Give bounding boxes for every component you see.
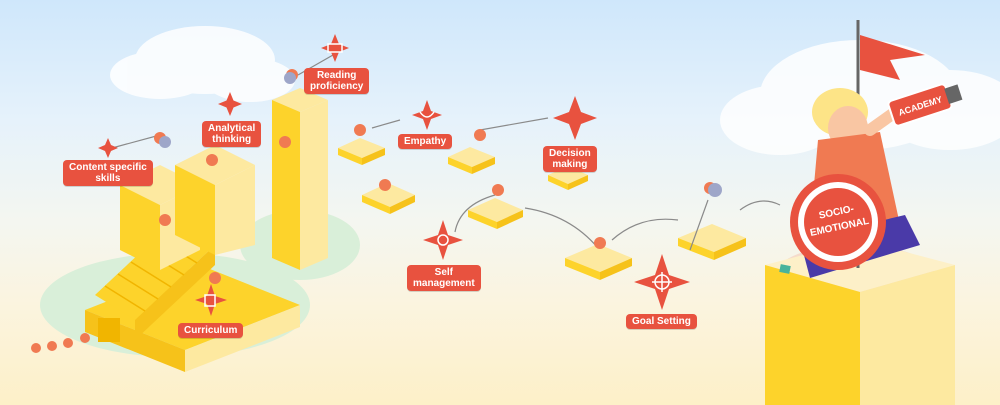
- star-curriculum-icon: [195, 284, 227, 316]
- floating-platforms: [338, 138, 746, 280]
- tower-reading: [272, 88, 328, 270]
- label-goal-setting: Goal Setting: [626, 314, 697, 329]
- academy-sign: [887, 83, 963, 127]
- label-content-line1: Content specific: [69, 162, 147, 173]
- label-content-specific-skills: Content specific skills: [63, 160, 153, 186]
- socio-emotional-emblem: [790, 174, 886, 270]
- label-analytical-line2: thinking: [212, 134, 252, 145]
- label-decision-making: Decision making: [543, 146, 597, 172]
- label-self-line2: management: [413, 278, 475, 289]
- label-content-line2: skills: [95, 173, 121, 184]
- label-curriculum: Curriculum: [178, 323, 244, 338]
- label-self-line1: Self: [434, 267, 454, 278]
- label-empathy: Empathy: [398, 134, 453, 149]
- star-self-icon: [423, 220, 463, 260]
- label-decision-line2: making: [552, 159, 588, 170]
- label-decision-line1: Decision: [549, 148, 591, 159]
- rope-paths: [111, 54, 781, 251]
- climber-shields: [159, 72, 722, 197]
- label-reading-line1: Reading: [316, 70, 357, 81]
- label-reading-line2: proficiency: [310, 81, 364, 92]
- star-content-icon: [98, 138, 118, 158]
- label-analytical-line1: Analytical: [208, 123, 256, 134]
- star-decision-icon: [553, 96, 597, 140]
- star-glyphs: [204, 43, 672, 307]
- tower-analytical: [175, 145, 255, 255]
- star-empathy-icon: [412, 100, 442, 130]
- summit-block: [765, 240, 955, 405]
- star-reading-icon: [321, 34, 349, 62]
- climbers: [31, 69, 716, 353]
- label-reading-proficiency: Reading proficiency: [304, 68, 370, 94]
- star-analytical-icon: [218, 92, 242, 116]
- label-analytical-thinking: Analytical thinking: [202, 121, 262, 147]
- label-self-management: Self management: [407, 265, 481, 291]
